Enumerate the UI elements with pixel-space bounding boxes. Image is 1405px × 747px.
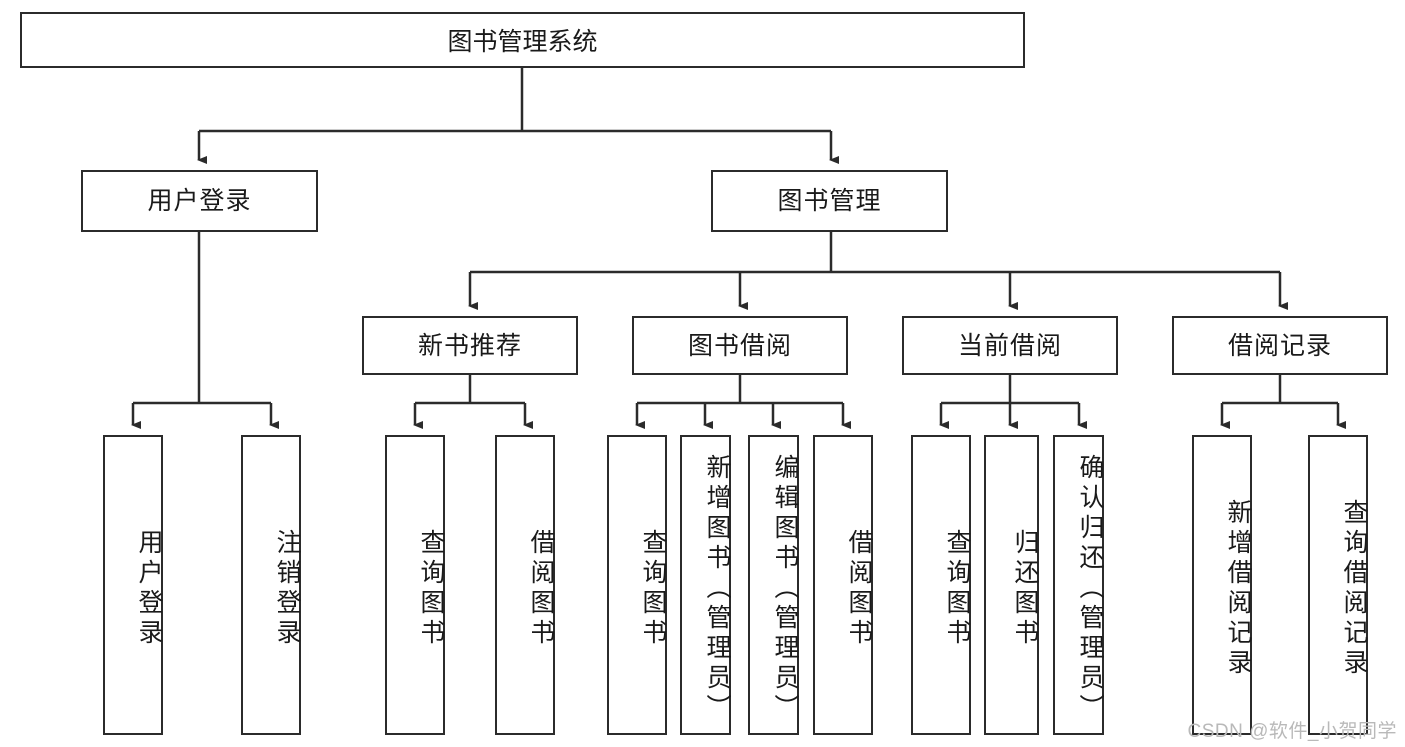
node-book-borrow[interactable]: 图书借阅: [632, 316, 848, 375]
node-book-management-label: 图书管理: [777, 187, 882, 215]
node-current-borrow[interactable]: 当前借阅: [902, 316, 1118, 375]
leaf-current-borrow-return[interactable]: 归还图书: [984, 435, 1039, 735]
leaf-book-borrow-add[interactable]: 新增图书（管理员）: [680, 435, 731, 735]
leaf-label: 编辑图书（管理员）: [771, 454, 799, 724]
node-current-borrow-label: 当前借阅: [957, 331, 1062, 360]
leaf-user-login-logout[interactable]: 注销登录: [241, 435, 301, 735]
node-book-management[interactable]: 图书管理: [711, 170, 948, 232]
leaf-book-borrow-edit[interactable]: 编辑图书（管理员）: [748, 435, 799, 735]
leaf-label: 新增图书（管理员）: [703, 454, 731, 724]
node-book-borrow-label: 图书借阅: [687, 331, 792, 360]
leaf-borrow-record-query[interactable]: 查询借阅记录: [1308, 435, 1368, 735]
node-user-login[interactable]: 用户登录: [81, 170, 318, 232]
node-new-book-recommend[interactable]: 新书推荐: [362, 316, 578, 375]
leaf-label: 查询图书: [943, 529, 971, 649]
leaf-label: 查询借阅记录: [1340, 499, 1368, 679]
leaf-label: 查询图书: [639, 529, 667, 649]
leaf-borrow-record-add[interactable]: 新增借阅记录: [1192, 435, 1252, 735]
leaf-label: 用户登录: [135, 529, 163, 649]
leaf-book-borrow-borrow[interactable]: 借阅图书: [813, 435, 873, 735]
node-root-label: 图书管理系统: [447, 28, 598, 56]
watermark: CSDN @软件_小贺同学: [1187, 721, 1397, 742]
node-borrow-records[interactable]: 借阅记录: [1172, 316, 1388, 375]
node-root[interactable]: 图书管理系统: [20, 12, 1025, 68]
leaf-label: 注销登录: [273, 529, 301, 649]
leaf-user-login-login[interactable]: 用户登录: [103, 435, 163, 735]
leaf-current-borrow-query[interactable]: 查询图书: [911, 435, 971, 735]
leaf-label: 归还图书: [1011, 529, 1039, 649]
node-user-login-label: 用户登录: [147, 187, 252, 215]
leaf-label: 确认归还（管理员）: [1076, 454, 1104, 724]
leaf-new-book-query[interactable]: 查询图书: [385, 435, 445, 735]
leaf-new-book-borrow[interactable]: 借阅图书: [495, 435, 555, 735]
node-borrow-records-label: 借阅记录: [1227, 331, 1332, 360]
leaf-label: 新增借阅记录: [1224, 499, 1252, 679]
leaf-label: 查询图书: [417, 529, 445, 649]
node-new-book-recommend-label: 新书推荐: [417, 331, 522, 360]
leaf-book-borrow-query[interactable]: 查询图书: [607, 435, 667, 735]
leaf-label: 借阅图书: [527, 529, 555, 649]
leaf-label: 借阅图书: [845, 529, 873, 649]
leaf-current-borrow-confirm-return[interactable]: 确认归还（管理员）: [1053, 435, 1104, 735]
